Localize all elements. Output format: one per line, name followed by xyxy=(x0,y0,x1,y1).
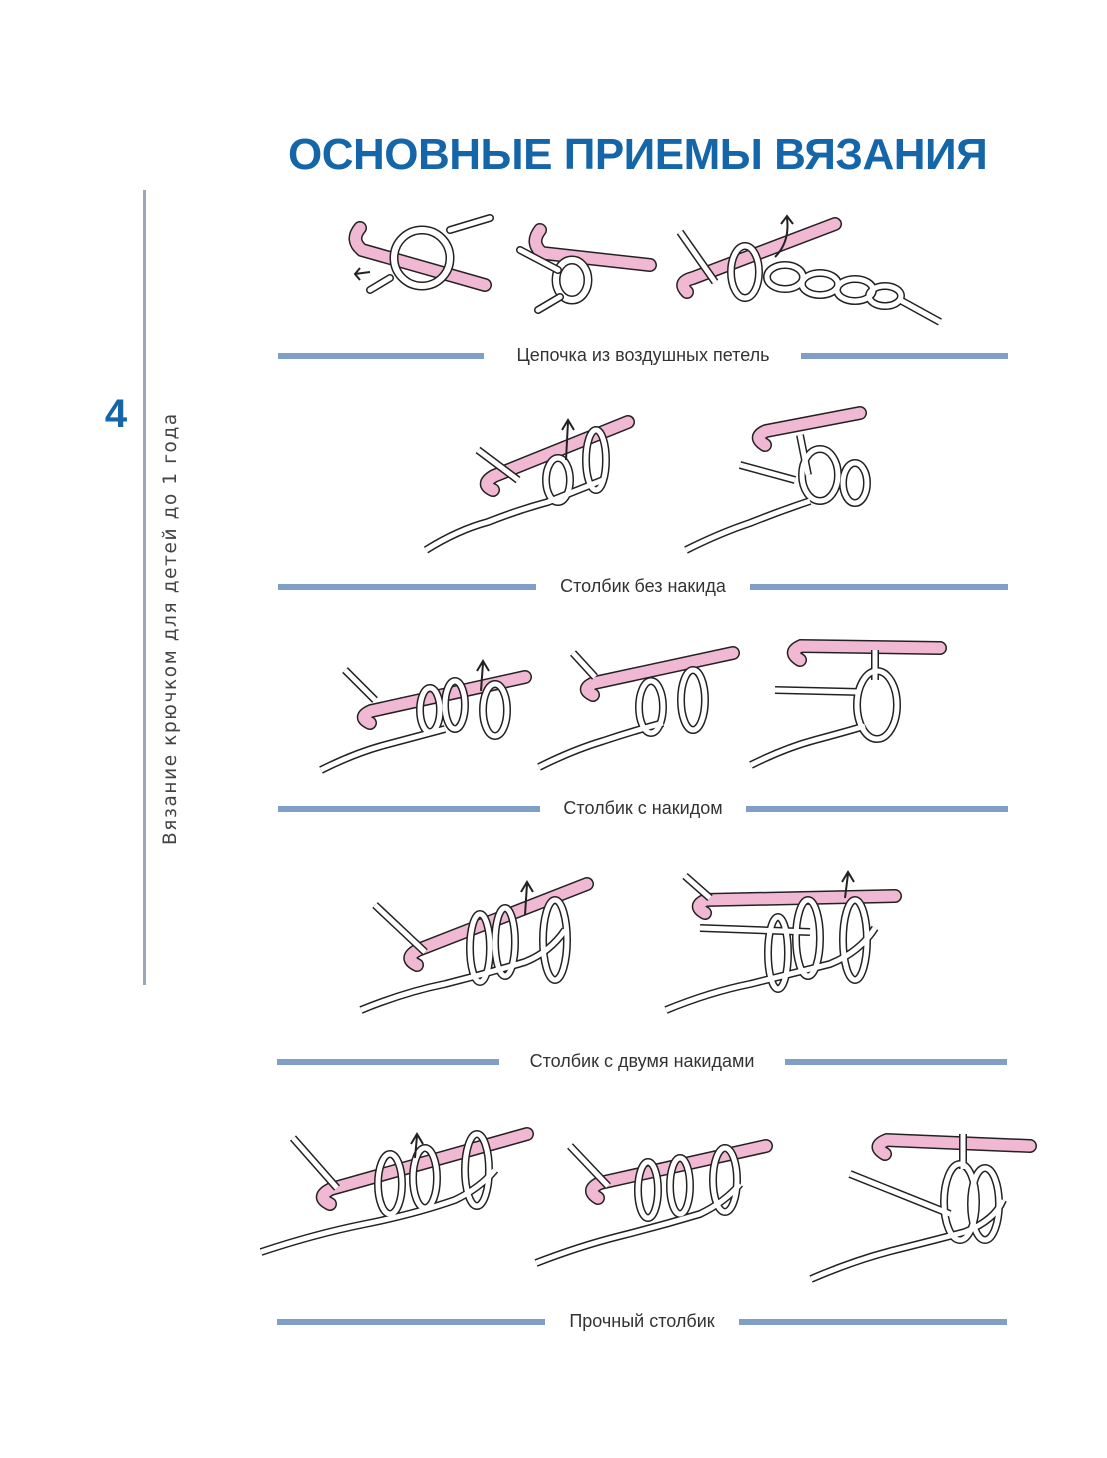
illustration-single-crochet-2 xyxy=(680,405,880,560)
illustration-treble-crochet-1 xyxy=(355,870,595,1020)
caption-chain-text: Цепочка из воздушных петель xyxy=(504,345,782,365)
caption-firm-stitch-text: Прочный столбик xyxy=(557,1311,727,1331)
caption-firm-stitch: Прочный столбик xyxy=(277,1308,1007,1334)
caption-treble-crochet: Столбик с двумя накидами xyxy=(277,1048,1007,1074)
illustration-treble-crochet-2 xyxy=(660,868,902,1020)
running-header: Вязание крючком для детей до 1 года xyxy=(160,412,181,845)
caption-single-crochet: Столбик без накида xyxy=(278,573,1008,599)
caption-double-crochet: Столбик с накидом xyxy=(278,795,1008,821)
illustration-chain-step-1 xyxy=(348,210,500,300)
page-title: ОСНОВНЫЕ ПРИЕМЫ ВЯЗАНИЯ xyxy=(288,130,988,179)
illustration-firm-stitch-2 xyxy=(530,1138,773,1273)
caption-double-crochet-text: Столбик с накидом xyxy=(551,798,735,818)
caption-treble-crochet-text: Столбик с двумя накидами xyxy=(517,1051,767,1071)
illustration-firm-stitch-1 xyxy=(255,1122,535,1262)
chapter-number: 4 xyxy=(104,392,128,436)
illustration-double-crochet-1 xyxy=(315,655,532,780)
illustration-firm-stitch-3 xyxy=(805,1124,1037,1289)
side-divider xyxy=(143,190,146,985)
caption-single-crochet-text: Столбик без накида xyxy=(548,576,738,596)
illustration-chain-step-3 xyxy=(675,212,945,332)
caption-chain: Цепочка из воздушных петель xyxy=(278,342,1008,368)
illustration-double-crochet-2 xyxy=(533,645,740,777)
illustration-chain-step-2 xyxy=(510,215,660,315)
illustration-single-crochet-1 xyxy=(418,410,638,560)
illustration-double-crochet-3 xyxy=(745,638,947,775)
